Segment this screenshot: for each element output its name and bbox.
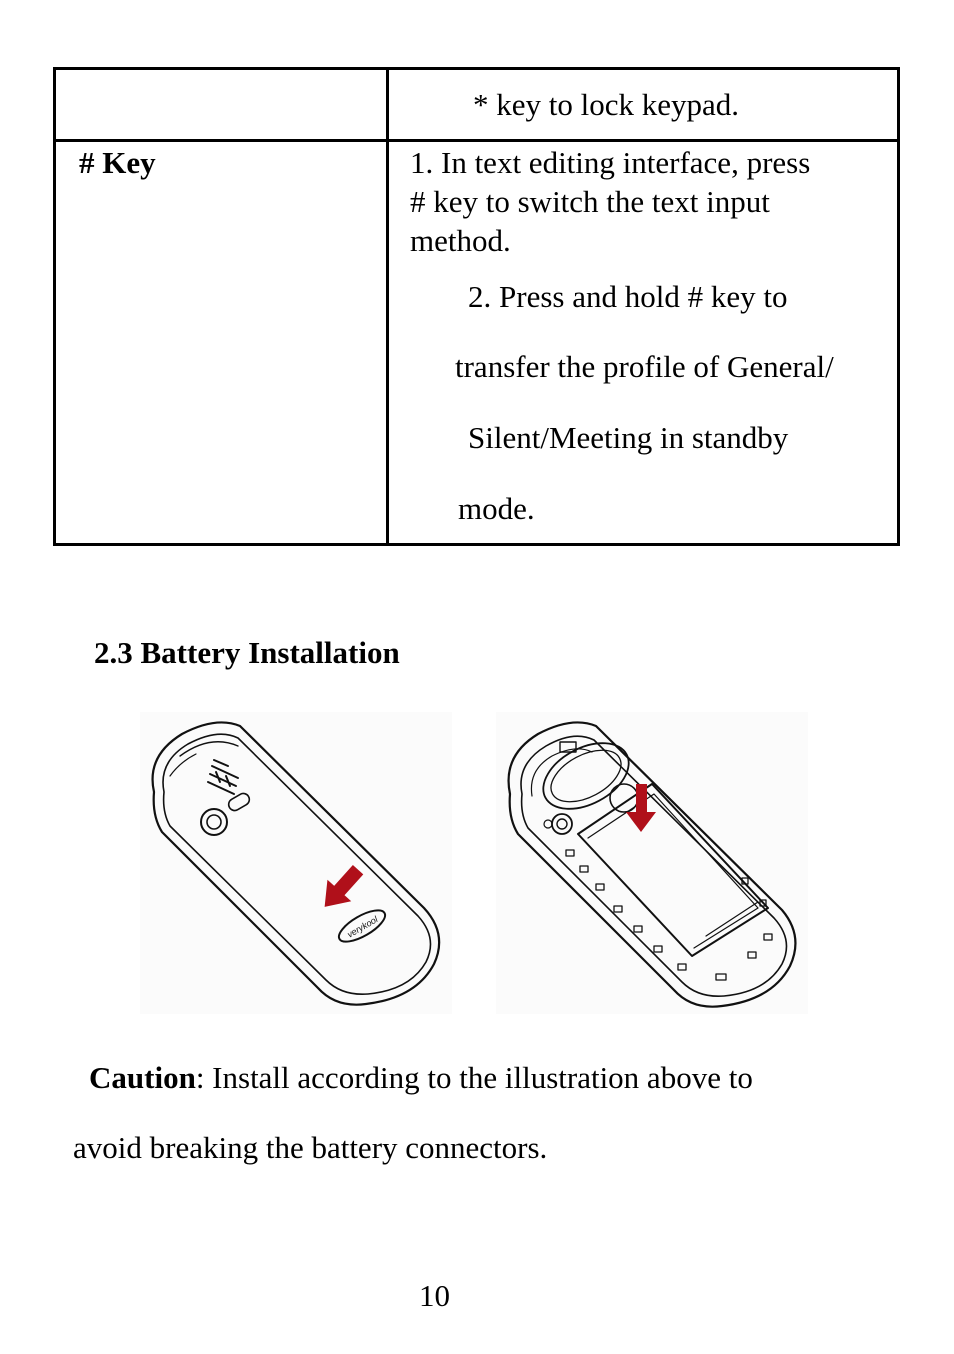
down-arrow-icon <box>626 784 656 832</box>
phone-battery-insert-icon <box>496 712 808 1014</box>
row2-desc-line: transfer the profile of General/ <box>455 349 834 384</box>
row2-desc-line: mode. <box>458 491 535 526</box>
page-number: 10 <box>419 1278 450 1313</box>
table-cell-desc <box>386 67 900 142</box>
down-arrow-icon <box>324 865 364 907</box>
row2-desc-line: 2. Press and hold # key to <box>468 279 788 314</box>
row2-desc-line: 1. In text editing interface, press <box>410 145 811 180</box>
keys-table <box>53 67 900 546</box>
caution-line-2: avoid breaking the battery connectors. <box>73 1130 548 1165</box>
section-heading: 2.3 Battery Installation <box>94 635 400 670</box>
table-row <box>53 139 900 546</box>
row2-key-label: # Key <box>79 145 156 180</box>
phone-back-cover-icon: verykool <box>140 712 452 1014</box>
caution-line-1: Caution: Install according to the illust… <box>89 1062 753 1093</box>
table-row <box>53 67 900 142</box>
table-cell-key <box>53 67 389 142</box>
table-cell-desc <box>386 139 900 546</box>
row2-desc-line: Silent/Meeting in standby <box>468 420 789 455</box>
table-cell-key <box>53 139 389 546</box>
row1-desc-line: * key to lock keypad. <box>473 87 740 122</box>
caution-text: : Install according to the illustration … <box>195 1060 753 1095</box>
row2-desc-line: # key to switch the text input <box>410 184 770 219</box>
caution-label: Caution <box>89 1060 196 1095</box>
row2-desc-line: method. <box>410 223 511 258</box>
